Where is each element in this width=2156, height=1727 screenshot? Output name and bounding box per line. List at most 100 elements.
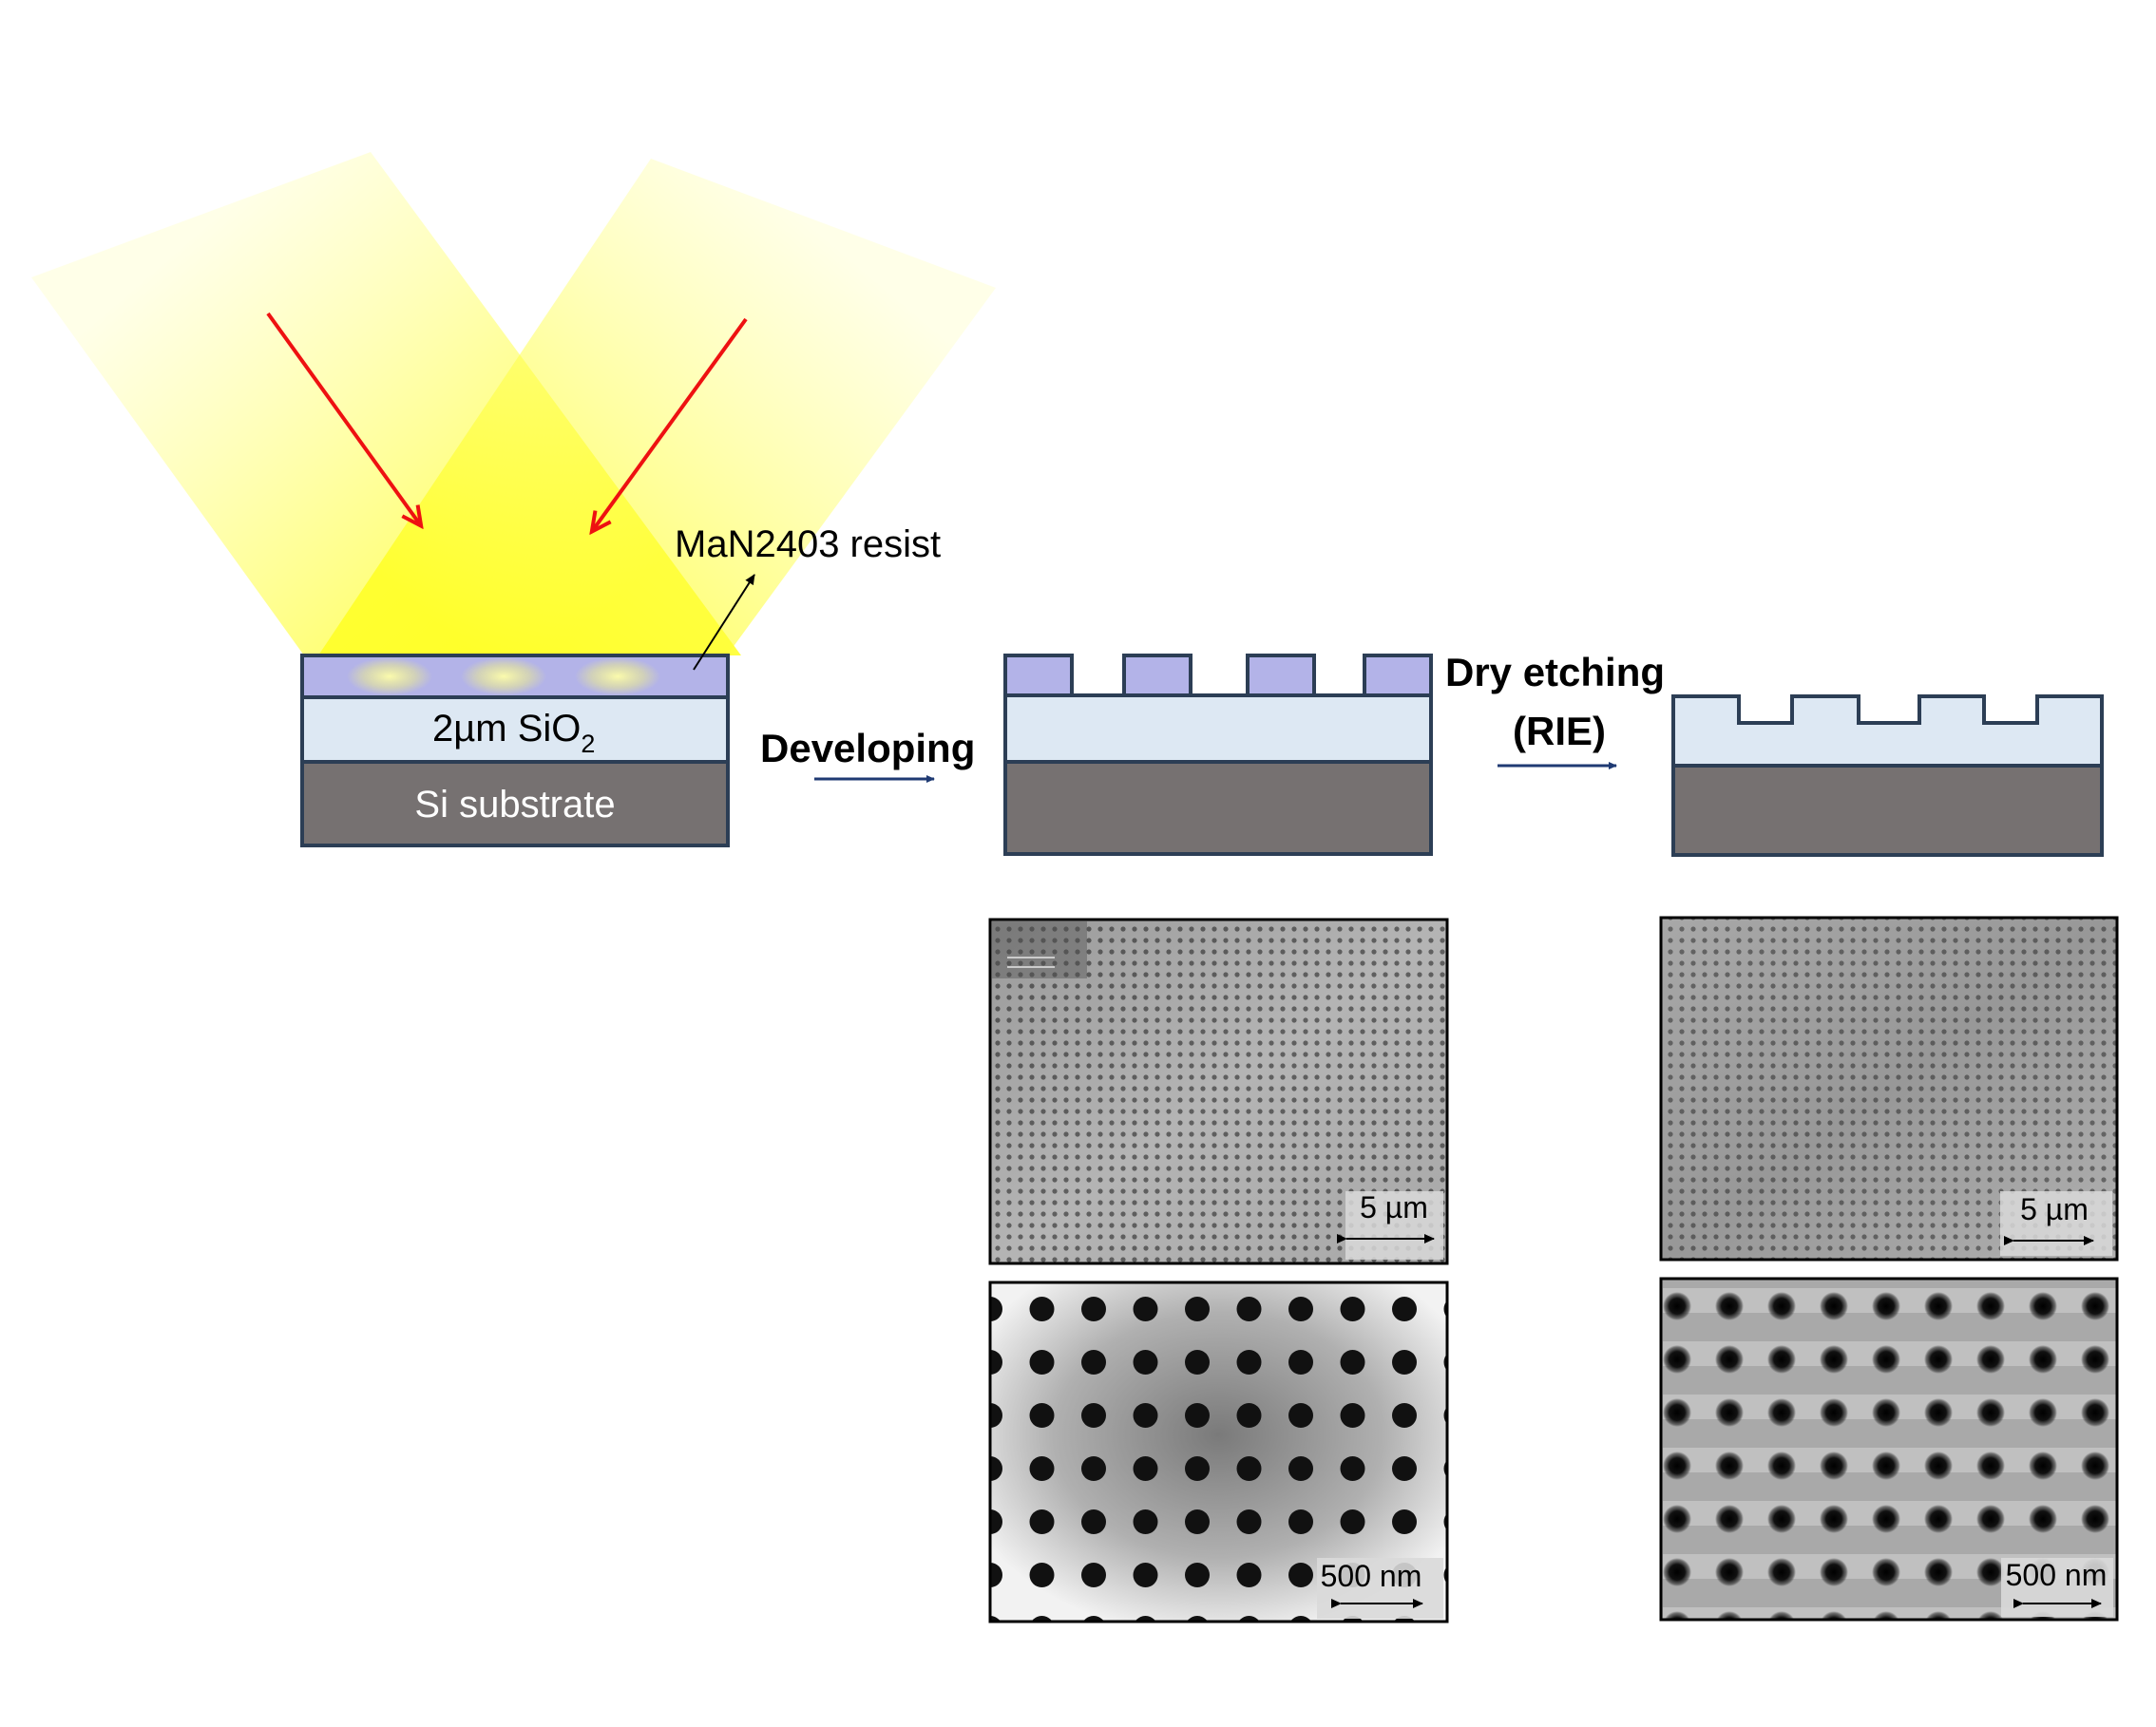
sem-hole: [1715, 1452, 1744, 1480]
sem-hole: [990, 1563, 1002, 1587]
sem-hole: [2133, 1398, 2156, 1427]
sem-hole: [1715, 1505, 1744, 1533]
sem-hole: [1767, 1398, 1796, 1427]
sem-hole: [1238, 1616, 1260, 1622]
sem-hole: [1924, 1558, 1953, 1586]
sem-hole: [2029, 1505, 2057, 1533]
sem-hole: [1663, 1452, 1691, 1480]
scale-bar-box: [1317, 1558, 1443, 1619]
sem-hole: [1340, 1297, 1365, 1321]
sem-developed-low-mag: 5 µm: [988, 918, 1449, 1265]
sem-hole: [1288, 1456, 1313, 1481]
sem-hole: [1767, 1558, 1796, 1586]
sem-hole: [1443, 1461, 1446, 1476]
sem-hole: [1031, 1616, 1053, 1622]
scale-bar-label: 5 µm: [1360, 1190, 1428, 1224]
sem-hole: [1820, 1398, 1848, 1427]
sem-hole: [1029, 1563, 1055, 1587]
sem-hole: [2029, 1398, 2057, 1427]
sem-hole: [1392, 1509, 1417, 1534]
sem-hole: [1767, 1345, 1796, 1374]
sem-hole: [1976, 1398, 2005, 1427]
sem-hole: [2133, 1558, 2156, 1586]
sem-hole: [1392, 1297, 1417, 1321]
sem-hole: [1340, 1509, 1365, 1534]
sem-hole: [1924, 1345, 1953, 1374]
sem-hole: [1185, 1350, 1210, 1375]
sem-hole: [1872, 1505, 1900, 1533]
scale-bar-label: 5 µm: [2020, 1192, 2089, 1226]
sem-hole: [2029, 1452, 2057, 1480]
sem-hole: [1925, 1611, 1952, 1620]
sem-hole: [1288, 1509, 1313, 1534]
sem-hole: [1029, 1350, 1055, 1375]
sem-hole: [1716, 1611, 1743, 1620]
sem-hole: [1236, 1509, 1262, 1534]
sem-hole: [1715, 1398, 1744, 1427]
sem-hole: [1873, 1611, 1899, 1620]
sem-hole: [1081, 1297, 1106, 1321]
sem-hole: [1821, 1611, 1847, 1620]
sem-hole: [1083, 1616, 1104, 1622]
resist-pillar: [1246, 654, 1316, 697]
developing-label: Developing: [760, 726, 975, 770]
sem-hole: [1288, 1563, 1313, 1587]
sem-hole: [1443, 1514, 1446, 1529]
si-substrate-layer: [1003, 760, 1433, 856]
exposed-spot: [461, 657, 546, 695]
sem-hole: [1872, 1345, 1900, 1374]
sem-hole: [1767, 1505, 1796, 1533]
sem-hole: [990, 1456, 1002, 1481]
substrate-label: Si substrate: [414, 784, 615, 826]
sem-hole: [1342, 1616, 1364, 1622]
sem-hole: [1029, 1509, 1055, 1534]
sem-hole: [1236, 1350, 1262, 1375]
sem-hole: [1236, 1403, 1262, 1428]
sem-hole: [1443, 1567, 1446, 1583]
sem-hole: [1392, 1456, 1417, 1481]
dry-etching-label: Dry etching: [1445, 650, 1665, 694]
resist-pillar: [1122, 654, 1192, 697]
sem-hole: [1976, 1452, 2005, 1480]
rie-label: (RIE): [1513, 709, 1606, 753]
sem-hole: [2081, 1505, 2109, 1533]
sem-hole: [1664, 1611, 1690, 1620]
sem-hole: [1663, 1505, 1691, 1533]
sem-hole: [1236, 1297, 1262, 1321]
sem-hole: [2133, 1292, 2156, 1320]
sem-hole: [1029, 1456, 1055, 1481]
sem-hole: [1340, 1456, 1365, 1481]
sem-developed-high-mag: 500 nm: [988, 1281, 1449, 1623]
sem-hole: [1081, 1563, 1106, 1587]
resist-label: MaN2403 resist: [675, 523, 941, 565]
sem-hole: [1236, 1456, 1262, 1481]
sem-etched-high-mag: 500 nm: [1659, 1277, 2156, 1622]
hole-array: [1663, 1292, 2156, 1620]
sem-hole: [2081, 1345, 2109, 1374]
sem-hole: [1133, 1456, 1158, 1481]
sem-hole: [1081, 1456, 1106, 1481]
si-substrate-layer: [1671, 764, 2104, 857]
right-beam: [318, 159, 996, 655]
sem-hole: [1340, 1403, 1365, 1428]
sem-hole: [2133, 1345, 2156, 1374]
sem-hole: [1288, 1350, 1313, 1375]
sem-hole: [1133, 1509, 1158, 1534]
sem-hole: [2133, 1452, 2156, 1480]
interference-beams: [31, 152, 996, 655]
sem-hole: [1924, 1292, 1953, 1320]
sem-hole: [1029, 1297, 1055, 1321]
sem-hole: [1820, 1558, 1848, 1586]
scale-bar-label: 500 nm: [2006, 1558, 2108, 1592]
sem-hole: [1872, 1398, 1900, 1427]
sem-hole: [1185, 1456, 1210, 1481]
sem-hole: [1288, 1403, 1313, 1428]
exposed-spot: [347, 657, 432, 695]
sem-hole: [1663, 1292, 1691, 1320]
sem-hole: [1663, 1398, 1691, 1427]
sem-hole: [1392, 1403, 1417, 1428]
sem-hole: [2081, 1398, 2109, 1427]
sem-hole: [1135, 1616, 1156, 1622]
sem-hole: [1820, 1345, 1848, 1374]
